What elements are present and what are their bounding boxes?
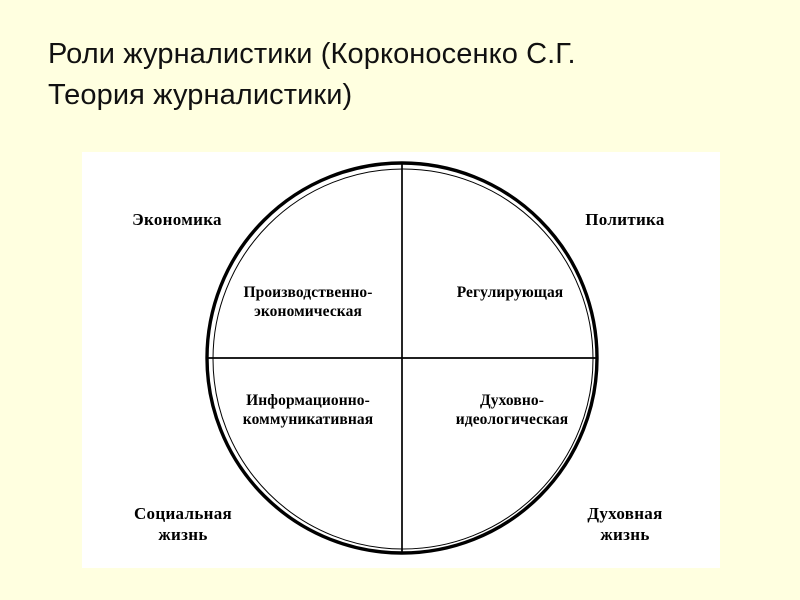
quadrant-circle-diagram [205, 161, 599, 555]
outer-label-economics: Экономика [132, 210, 222, 229]
quadrant-label-information-communicative: Информационно- коммуникативная [242, 392, 374, 428]
page-title: Роли журналистики (Корконосенко С.Г. Тео… [48, 38, 576, 112]
outer-label-politics: Политика [585, 210, 665, 229]
outer-label-spiritual-life: Духовная жизнь [587, 504, 663, 544]
quadrant-label-regulating: Регулирующая [456, 284, 564, 301]
diagram-panel: Экономика Политика Социальная жизнь Духо… [82, 152, 720, 568]
outer-label-social-life: Социальная жизнь [133, 504, 233, 544]
quadrant-label-production-economic: Производственно- экономическая [243, 284, 373, 320]
circle-outline-inner [212, 168, 594, 550]
quadrant-label-spiritual-ideological: Духовно- идеологическая [455, 392, 569, 428]
